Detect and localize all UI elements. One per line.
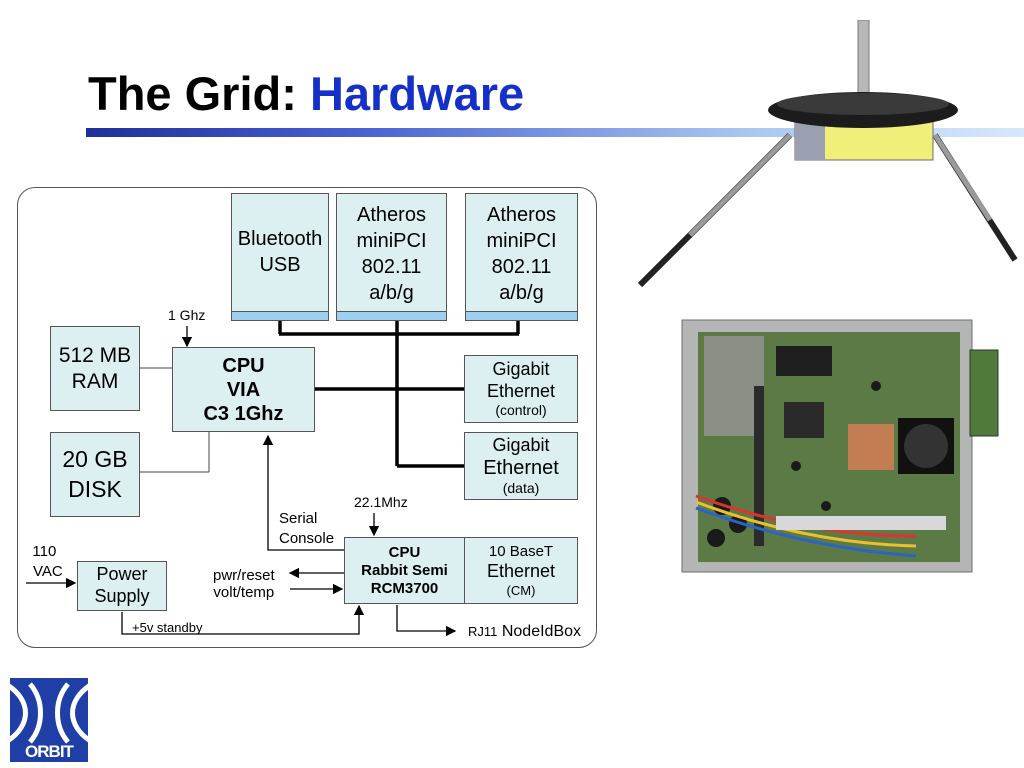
gigabit-data-box: Gigabit Ethernet (data): [464, 432, 578, 500]
ram-line1: 512 MB: [58, 344, 132, 368]
gige-control-line2: Ethernet: [486, 380, 556, 401]
pwr-line2: volt/temp: [213, 584, 275, 602]
title-underline: [86, 128, 1024, 137]
pwr-line1: pwr/reset: [213, 567, 275, 584]
power-line2: Supply: [94, 586, 150, 606]
atheros1-line4: a/b/g: [369, 282, 414, 304]
orbit-logo-mark: [4, 678, 94, 762]
disk-line1: 20 GB: [62, 445, 128, 472]
serial-console-label: Serial Console: [279, 509, 334, 548]
eth-cm-line3: (CM): [506, 582, 536, 598]
orbit-logo: ORBIT: [4, 678, 94, 762]
power-supply-box: Power Supply: [77, 561, 167, 611]
atheros1-line3: 802.11: [361, 256, 422, 278]
ram-box: 512 MB RAM: [50, 326, 140, 411]
rabbit-line1: CPU: [388, 543, 421, 561]
nodeidbox-label: RJ11 NodeIdBox: [468, 623, 581, 641]
power-line1: Power: [96, 564, 148, 585]
gige-data-line3: (data): [502, 480, 540, 497]
slide-title: The Grid: Hardware: [88, 66, 524, 121]
cpu-via-line2: VIA: [226, 378, 261, 401]
cpu-via-box: CPU VIA C3 1Ghz: [172, 347, 315, 432]
orbit-logo-text: ORBIT: [25, 742, 74, 761]
ram-line2: RAM: [71, 369, 119, 393]
atheros2-line4: a/b/g: [499, 282, 544, 304]
diagram-frame: [17, 187, 597, 648]
atheros1-line1: Atheros: [357, 204, 426, 226]
atheros2-line1: Atheros: [487, 204, 556, 226]
ethernet-cm-box: 10 BaseT Ethernet (CM): [464, 537, 578, 604]
pwr-volt-label: pwr/reset volt/temp: [213, 567, 275, 602]
atheros2-line2: miniPCI: [486, 230, 557, 252]
vac-label: 110 VAC: [26, 542, 63, 581]
gige-data-line1: Gigabit: [492, 434, 550, 455]
gige-data-line2: Ethernet: [483, 457, 559, 480]
bluetooth-line1: Bluetooth: [237, 228, 323, 250]
vac-line1: 110: [32, 543, 57, 560]
rj11-label: RJ11: [468, 624, 498, 639]
atheros1-line2: miniPCI: [356, 230, 427, 252]
title-main: The Grid:: [88, 67, 310, 120]
nodeidbox-text: NodeIdBox: [501, 623, 582, 640]
nodeidbox-arrow: [396, 605, 457, 637]
eth-cm-line2: Ethernet: [486, 560, 556, 581]
disk-box: 20 GB DISK: [50, 432, 140, 517]
rabbit-line3: RCM3700: [370, 579, 439, 597]
gige-control-line1: Gigabit: [492, 359, 550, 379]
thin-links: [140, 367, 210, 473]
cpu-via-line3: C3 1Ghz: [203, 402, 284, 425]
clock-label: 1 Ghz: [168, 307, 206, 323]
serial-line2: Console: [279, 529, 335, 547]
serial-console-arrow: [262, 434, 344, 551]
antenna-enclosure-photo: [637, 20, 1018, 288]
bluetooth-usb-box: Bluetooth USB: [231, 193, 329, 321]
motherboard-photo: [681, 319, 999, 573]
crystal-label: 22.1Mhz: [354, 494, 408, 510]
atheros-card-1: Atheros miniPCI 802.11 a/b/g: [336, 193, 447, 321]
vac-line2: VAC: [33, 562, 63, 580]
atheros2-line3: 802.11: [491, 256, 552, 278]
pci-bus: [278, 321, 520, 468]
gigabit-control-box: Gigabit Ethernet (control): [464, 355, 578, 423]
standby-arrow: [121, 604, 365, 635]
arrows: [26, 326, 457, 637]
disk-line2: DISK: [68, 475, 122, 502]
atheros-card-2: Atheros miniPCI 802.11 a/b/g: [465, 193, 578, 321]
bluetooth-line2: USB: [259, 254, 301, 276]
cpu-via-line1: CPU: [222, 354, 265, 377]
gige-control-line3: (control): [495, 402, 547, 419]
cpu-rabbit-box: CPU Rabbit Semi RCM3700: [344, 537, 465, 604]
standby-label: +5v standby: [132, 620, 203, 635]
rabbit-line2: Rabbit Semi: [361, 561, 448, 579]
title-accent: Hardware: [309, 67, 525, 120]
eth-cm-line1: 10 BaseT: [488, 542, 554, 560]
serial-line1: Serial: [279, 510, 318, 527]
